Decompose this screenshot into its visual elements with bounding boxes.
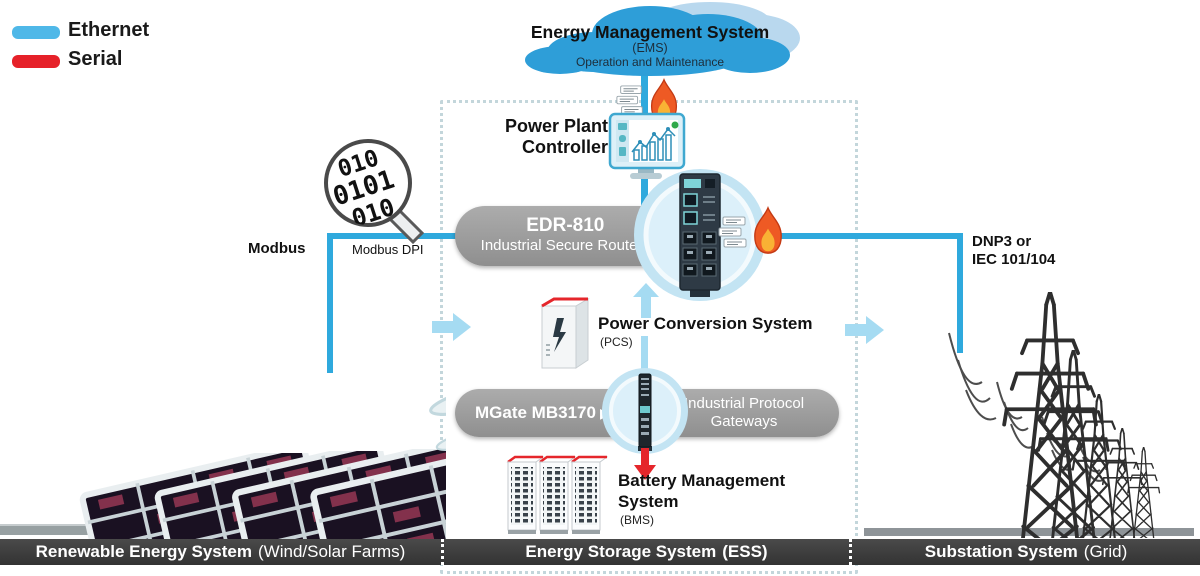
ethernet-line-modbus-v (327, 233, 333, 373)
ethernet-legend-label: Ethernet (68, 19, 150, 41)
pcs-title: Power Conversion System (598, 314, 813, 333)
mgate-model-text: MGate MB3170 ▶ (475, 403, 611, 423)
section-bar-renewable: Renewable Energy System (Wind/Solar Farm… (0, 539, 441, 565)
flow-arrow-up-pcs-router (632, 282, 660, 318)
serial-legend-label: Serial (68, 48, 123, 70)
ethernet-line-grid-v (957, 233, 963, 353)
serial-legend-swatch (12, 55, 60, 68)
serial-arrow-down (634, 448, 656, 480)
pcs-abbr: (PCS) (600, 335, 633, 349)
ethernet-line-pcs-mgate (641, 336, 648, 372)
ems-cloud-icon (525, 2, 800, 76)
modbus-label: Modbus (248, 240, 306, 257)
mgate-desc-text: Industrial Protocol Gateways (683, 395, 805, 430)
controller-monitor-icon (608, 112, 686, 179)
packet-icon (718, 216, 750, 250)
modbus-dpi-magnifier-icon: 010 0101 010 (324, 139, 425, 245)
bms-title: Battery Management System (618, 471, 786, 511)
ems-subtitle: Operation and Maintenance (575, 55, 725, 69)
bms-abbr: (BMS) (620, 513, 654, 527)
ethernet-line-grid-h (766, 233, 963, 239)
flow-arrow-into-grid (845, 315, 885, 345)
ethernet-legend-swatch (12, 26, 60, 39)
ems-abbr: (EMS) (632, 41, 668, 55)
power-plant-controller-label: Power Plant Controller (504, 116, 608, 157)
section-bar-substation: Substation System (Grid) (852, 539, 1200, 565)
edr810-router-icon (679, 173, 721, 297)
renewable-scene (0, 293, 446, 540)
substation-protocol-label: DNP3 or IEC 101/104 (972, 233, 1056, 268)
section-bar-ess: Energy Storage System (ESS) (441, 539, 852, 565)
ems-title: Energy Management System (530, 22, 770, 42)
edr810-text: EDR-810 Industrial Secure Routers (480, 215, 650, 255)
firewall-icon (748, 206, 788, 255)
mgate-gateway-icon (638, 373, 652, 451)
ethernet-line-modbus-h (330, 233, 460, 239)
flow-arrow-into-ess (432, 312, 472, 342)
battery-rack-icon (506, 455, 608, 534)
modbus-dpi-label: Modbus DPI (352, 242, 424, 257)
pcs-cabinet-icon (540, 297, 590, 369)
transmission-tower-icon (1004, 292, 1096, 538)
substation-scene (864, 276, 1194, 538)
ess-dashed-container (440, 100, 858, 574)
